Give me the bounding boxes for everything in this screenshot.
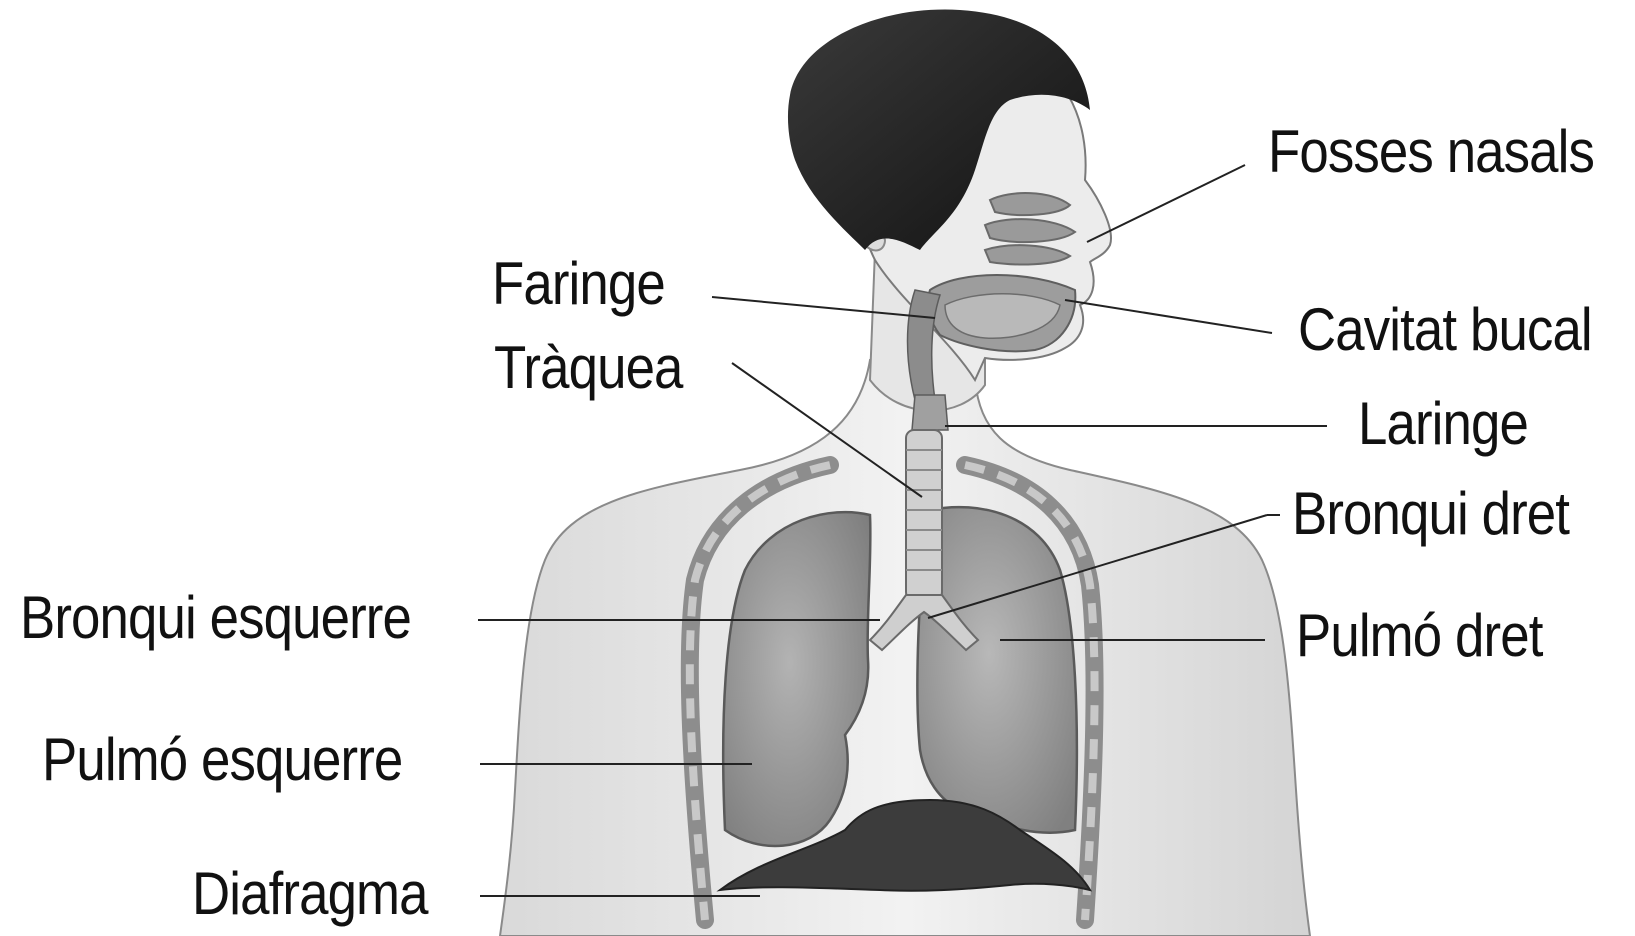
label-fosses-nasals: Fosses nasals (1268, 122, 1594, 182)
trachea-shape (906, 430, 942, 600)
label-laringe: Laringe (1358, 394, 1528, 454)
nasal-cavity-shape (985, 193, 1075, 264)
label-pulmo-dret: Pulmó dret (1296, 606, 1543, 666)
label-cavitat-bucal: Cavitat bucal (1298, 300, 1592, 360)
label-pulmo-esquerre: Pulmó esquerre (42, 730, 402, 790)
larynx-shape (912, 395, 948, 430)
label-traquea: Tràquea (494, 338, 683, 398)
label-diafragma: Diafragma (192, 864, 428, 924)
label-bronqui-esquerre: Bronqui esquerre (20, 588, 411, 648)
leader-fosses-nasals (1087, 165, 1245, 242)
leader-cavitat-bucal (1065, 300, 1272, 333)
label-faringe: Faringe (492, 254, 665, 314)
label-bronqui-dret: Bronqui dret (1292, 484, 1569, 544)
